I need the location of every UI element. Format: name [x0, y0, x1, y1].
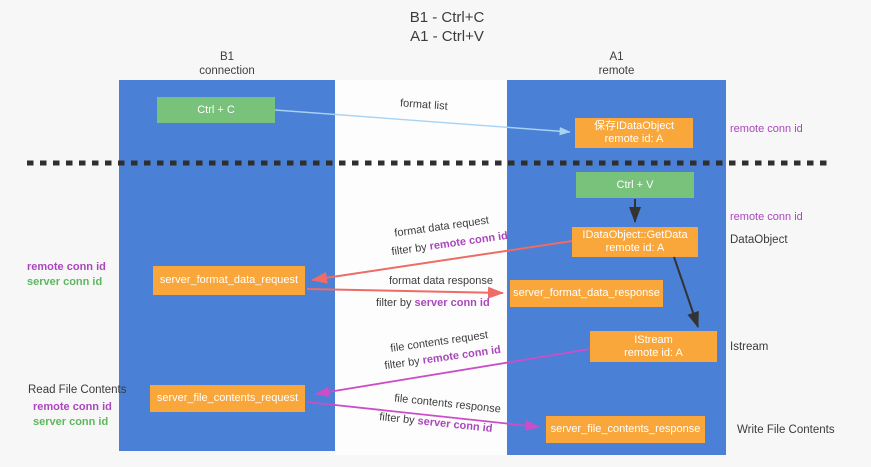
dataobject-label: DataObject [730, 234, 788, 246]
left-file-server-conn-id: server conn id [33, 416, 109, 428]
lifeline-a1-name: A1 [609, 51, 624, 63]
node-server-file-contents-response: server_file_contents_response [546, 416, 705, 443]
lifeline-header-b1: B1 connection [119, 50, 335, 78]
node-server-format-data-request: server_format_data_request [153, 266, 305, 295]
node-save-dataobject-line1: 保存IDataObject [593, 120, 675, 132]
lifeline-b1-name: B1 [219, 51, 235, 63]
node-ctrl-v-label: Ctrl + V [616, 178, 654, 191]
node-getdata-line2: remote id: A [605, 242, 665, 254]
read-file-contents-label: Read File Contents [28, 384, 127, 396]
right-remote-conn-id-top: remote conn id [730, 123, 803, 135]
istream-label: Istream [730, 341, 769, 353]
write-file-contents-label: Write File Contents [737, 424, 835, 436]
node-server-file-contents-response-label: server_file_contents_response [550, 423, 701, 435]
node-ctrl-v: Ctrl + V [576, 172, 694, 198]
node-server-file-contents-request: server_file_contents_request [150, 385, 305, 412]
left-file-conn-id-annotation: remote conn id server conn id [33, 400, 112, 430]
node-server-format-data-response-label: server_format_data_response [513, 287, 660, 299]
lifeline-header-a1: A1 remote [507, 50, 726, 78]
node-server-format-data-request-label: server_format_data_request [159, 274, 299, 286]
node-istream: IStream remote id: A [590, 331, 717, 362]
node-server-format-data-response: server_format_data_response [510, 280, 663, 307]
title-line-2: A1 - Ctrl+V [410, 28, 484, 45]
lifeline-b1-subtitle: connection [199, 65, 255, 77]
left-server-conn-id: server conn id [27, 276, 103, 288]
node-save-dataobject: 保存IDataObject remote id: A [575, 118, 693, 148]
diagram-title: B1 - Ctrl+C A1 - Ctrl+V [347, 8, 547, 46]
title-line-1: B1 - Ctrl+C [409, 9, 485, 26]
filter-prefix: filter by [376, 297, 415, 309]
node-getdata-line1: IDataObject::GetData [582, 229, 688, 241]
left-remote-conn-id: remote conn id [27, 261, 106, 273]
node-istream-line1: IStream [634, 333, 673, 346]
node-getdata: IDataObject::GetData remote id: A [572, 227, 698, 257]
edge-label-format-data-response: format data response [389, 275, 493, 287]
node-ctrl-c-label: Ctrl + C [197, 103, 235, 116]
left-file-remote-conn-id: remote conn id [33, 401, 112, 413]
node-save-dataobject-line2: remote id: A [604, 133, 664, 145]
left-conn-id-annotation: remote conn id server conn id [27, 260, 106, 290]
edge-label-format-data-response-filter: filter by server conn id [376, 297, 490, 309]
lifeline-a1-subtitle: remote [598, 65, 635, 77]
node-ctrl-c: Ctrl + C [157, 97, 275, 123]
right-remote-conn-id-mid: remote conn id [730, 211, 803, 223]
filter-key-server-conn-id: server conn id [414, 297, 490, 309]
node-server-file-contents-request-label: server_file_contents_request [156, 392, 299, 404]
node-istream-line2: remote id: A [624, 346, 683, 359]
